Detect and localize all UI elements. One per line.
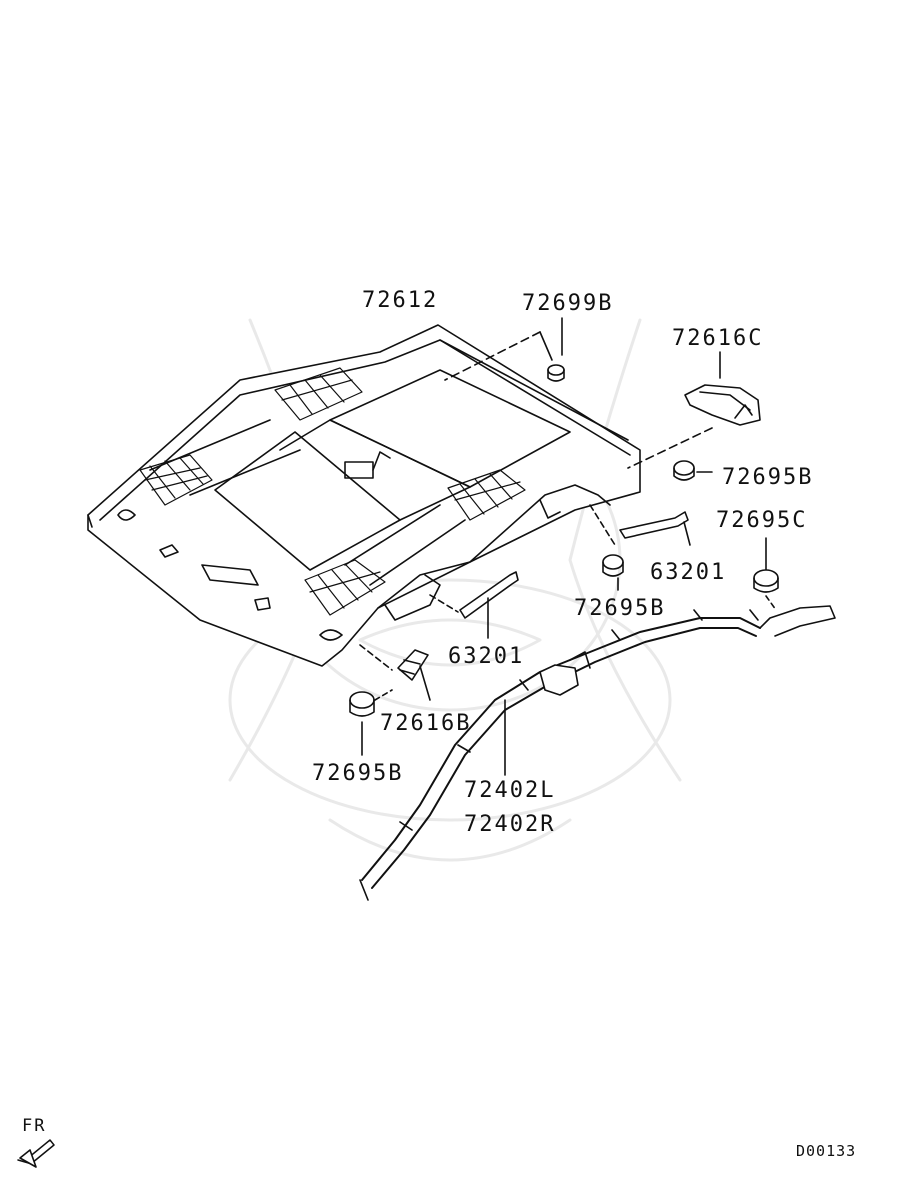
- label-72695b-front: 72695B: [312, 761, 404, 786]
- label-72699b: 72699B: [522, 291, 614, 316]
- bracket-72616c: [627, 351, 761, 469]
- label-63201-rear: 63201: [650, 560, 727, 585]
- label-72695b-mid: 72695B: [574, 596, 666, 621]
- diagram-code: D00133: [796, 1142, 857, 1160]
- reinforcement-grid: [139, 367, 526, 616]
- handle-63201-rear: [589, 504, 691, 546]
- label-72695b-rear: 72695B: [722, 465, 814, 490]
- handle-63201-front: [429, 571, 519, 639]
- label-72695c: 72695C: [716, 508, 808, 533]
- label-72612: 72612: [362, 288, 439, 313]
- label-72402r: 72402R: [464, 812, 556, 837]
- headlining-panel: [87, 324, 641, 667]
- clip-72695b-rear: [673, 460, 713, 481]
- clip-72699b: [444, 317, 565, 382]
- direction-label: FR: [22, 1116, 47, 1136]
- label-63201-front: 63201: [448, 644, 525, 669]
- label-72402l: 72402L: [464, 778, 556, 803]
- curtain-airbag: [359, 605, 836, 901]
- clip-72695b-mid: [602, 554, 624, 591]
- clip-72695c: [753, 537, 779, 611]
- label-72616b: 72616B: [380, 711, 472, 736]
- front-direction-arrow: [17, 1139, 55, 1168]
- label-72616c: 72616C: [672, 326, 764, 351]
- clip-72695b-front: [349, 689, 393, 756]
- bracket-72616b: [359, 644, 431, 701]
